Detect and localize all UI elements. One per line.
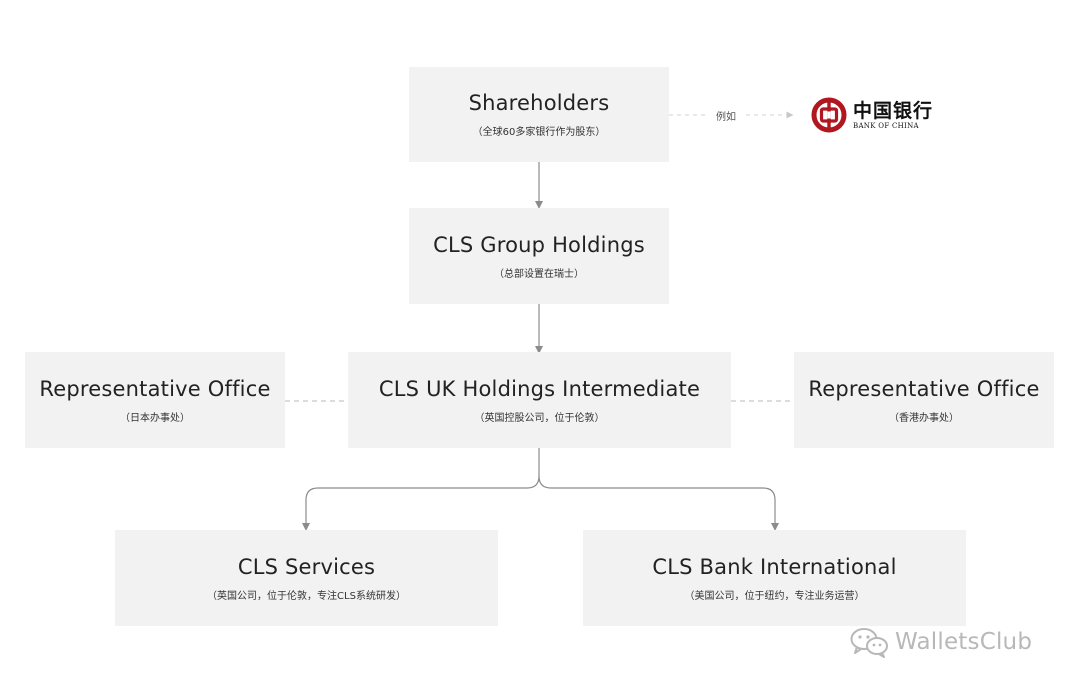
node-subtitle: （日本办事处） (120, 412, 190, 424)
node-rep-office-hk: Representative Office （香港办事处） (794, 352, 1054, 448)
node-shareholders: Shareholders （全球60多家银行作为股东） (409, 67, 669, 162)
node-title: CLS Services (237, 554, 376, 579)
branch-uk-to-subsidiaries (302, 448, 540, 531)
node-title: CLS Group Holdings (433, 232, 645, 257)
node-subtitle: （总部设置在瑞士） (494, 268, 584, 280)
node-subtitle: （美国公司，位于纽约，专注业务运营） (684, 590, 865, 602)
node-title: CLS Bank International (652, 554, 897, 579)
node-title: Shareholders (468, 91, 610, 115)
node-subtitle: （全球60多家银行作为股东） (472, 127, 606, 138)
node-cls-bank-international: CLS Bank International （美国公司，位于纽约，专注业务运营… (583, 530, 966, 626)
node-group-holdings: CLS Group Holdings （总部设置在瑞士） (409, 208, 669, 304)
node-subtitle: （英国控股公司，位于伦敦） (474, 412, 605, 424)
node-title: Representative Office (808, 376, 1040, 401)
node-cls-services: CLS Services （英国公司，位于伦敦，专注CLS系统研发） (115, 530, 498, 626)
node-subtitle: （香港办事处） (889, 412, 959, 424)
node-rep-office-japan: Representative Office （日本办事处） (25, 352, 285, 448)
branch-uk-to-bank (538, 475, 779, 531)
watermark-text: WalletsClub (895, 629, 1033, 655)
bank-of-china-logo: 中国银行 BANK OF CHINA (811, 97, 933, 133)
node-title: CLS UK Holdings Intermediate (378, 376, 701, 401)
watermark: WalletsClub (849, 626, 1032, 658)
bank-of-china-emblem-icon (811, 97, 847, 133)
example-label: 例如 (716, 112, 736, 123)
wechat-icon (850, 628, 888, 658)
logo-english-name: BANK OF CHINA (853, 121, 919, 130)
node-uk-intermediate: CLS UK Holdings Intermediate （英国控股公司，位于伦… (348, 352, 731, 448)
logo-chinese-name: 中国银行 (853, 99, 934, 122)
node-subtitle: （英国公司，位于伦敦，专注CLS系统研发） (207, 590, 406, 602)
node-title: Representative Office (39, 376, 271, 401)
